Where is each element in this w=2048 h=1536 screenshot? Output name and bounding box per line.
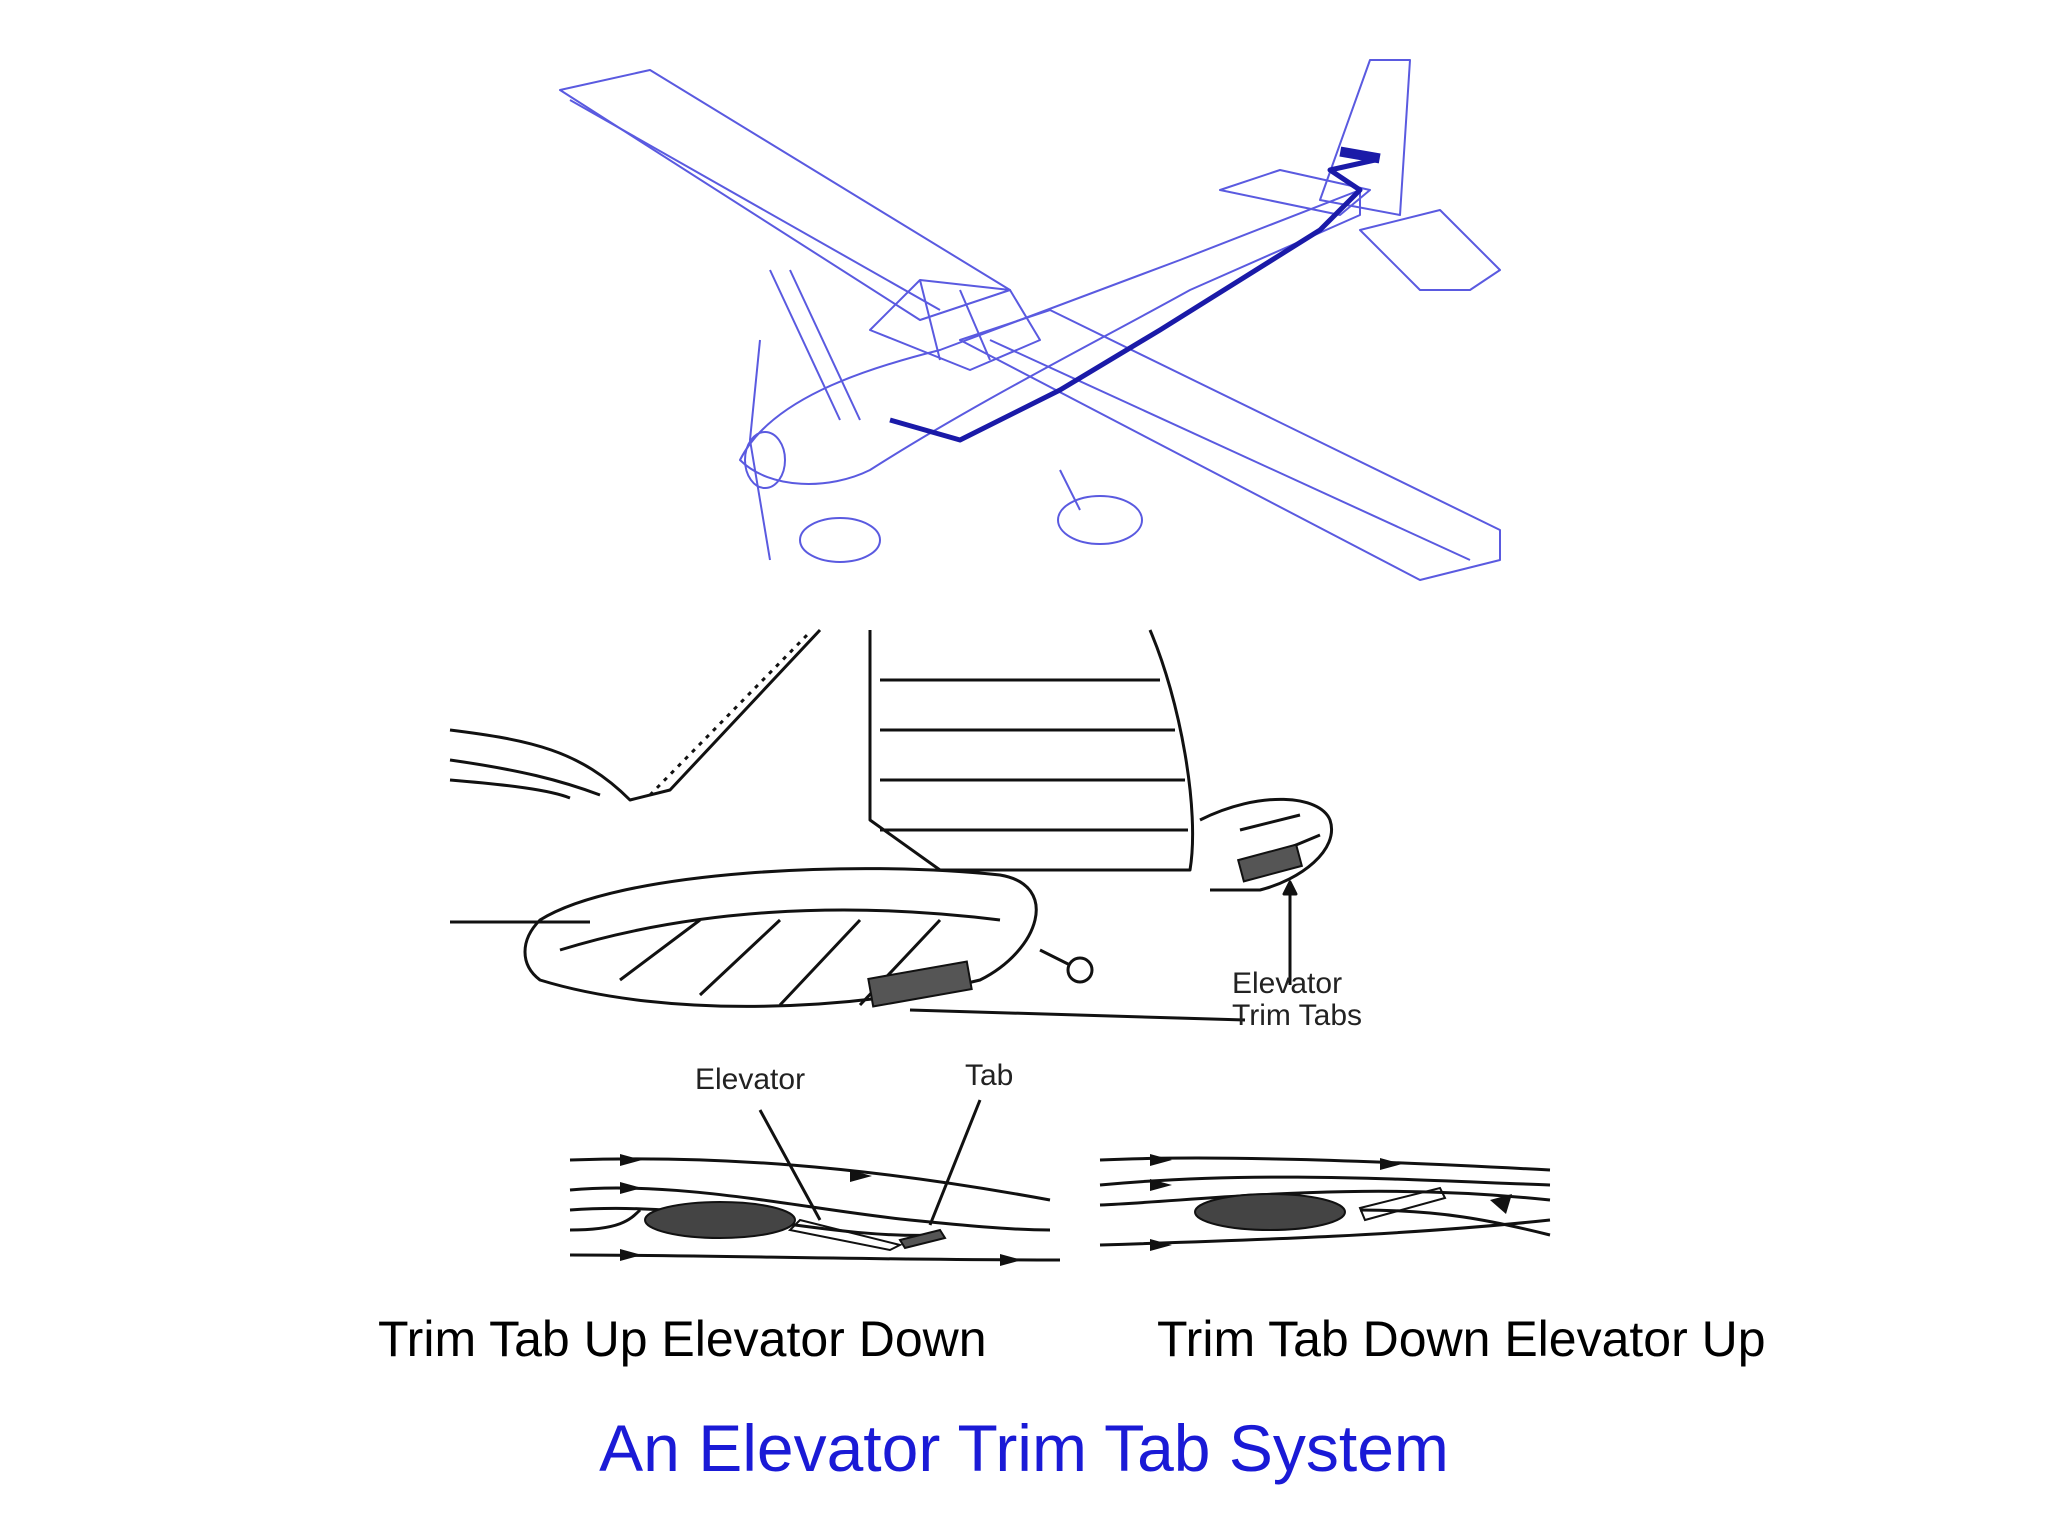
diagram-title: An Elevator Trim Tab System <box>599 1411 1449 1485</box>
main-wheel <box>1057 495 1143 545</box>
label-elevator-trim-tabs-line1: Elevator <box>1232 967 1343 1000</box>
streamline <box>1099 1218 1551 1247</box>
airfoil-left <box>644 1201 796 1239</box>
trim-tab-marker <box>1339 146 1381 164</box>
airplane-illustration <box>559 59 1501 581</box>
trim-cable <box>889 157 1376 443</box>
streamline <box>569 1157 1051 1202</box>
label-elevator-trim-tabs: Elevator Trim Tabs <box>1232 968 1362 1031</box>
right-wing <box>959 309 1501 581</box>
label-elevator: Elevator <box>695 1063 806 1096</box>
propeller <box>749 339 771 561</box>
streamline <box>569 1186 1051 1232</box>
vertical-fin <box>1319 59 1411 216</box>
tailwheel <box>1066 956 1094 984</box>
streamline <box>1359 1208 1551 1237</box>
label-elevator-trim-tabs-line2: Trim Tabs <box>1232 998 1363 1032</box>
fuselage <box>739 189 1361 485</box>
right-stabilizer <box>1199 797 1333 892</box>
caption-trim-tab-down: Trim Tab Down Elevator Up <box>1157 1311 1766 1367</box>
label-tab: Tab <box>965 1059 1014 1092</box>
streamline <box>569 1253 1061 1262</box>
left-stabilizer <box>523 867 1038 1008</box>
streamline <box>1099 1189 1551 1207</box>
streamline <box>1099 1156 1551 1172</box>
streamline <box>569 1208 642 1232</box>
nose-wheel <box>799 517 881 563</box>
streamline <box>1099 1175 1551 1187</box>
airflow-diagrams <box>569 1099 1551 1266</box>
tail-closeup-illustration <box>449 628 1333 1022</box>
tail-vertical-fin <box>868 629 1195 872</box>
elevator-trim-tab-right <box>1236 843 1304 883</box>
airfoil-right <box>1194 1193 1346 1231</box>
caption-trim-tab-up: Trim Tab Up Elevator Down <box>378 1311 987 1367</box>
elevator-trim-tab-left <box>867 960 973 1008</box>
